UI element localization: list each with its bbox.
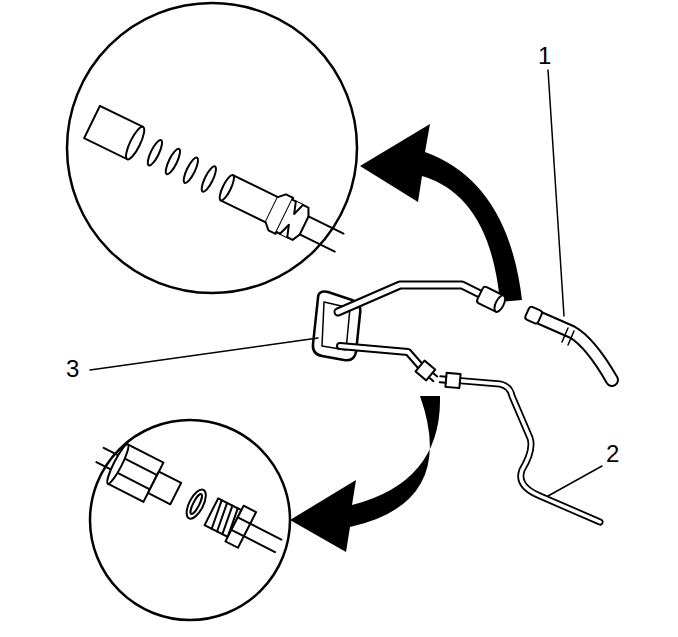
pipe: [338, 285, 482, 312]
pipe-nut: [416, 361, 440, 385]
detail-circle: [90, 420, 290, 620]
hose-band: [562, 328, 574, 345]
callout-number: 3: [66, 357, 79, 381]
pipe-nut: [439, 372, 460, 388]
hose: [540, 318, 612, 380]
leader-line: [548, 466, 602, 496]
callout-number: 2: [606, 442, 619, 466]
curved-arrow: [360, 124, 522, 302]
pipe: [340, 346, 422, 368]
leader-line: [548, 70, 564, 316]
curved-arrow: [290, 396, 440, 552]
pipe-fitting: [476, 286, 507, 314]
pipe: [452, 380, 600, 522]
leader-line: [90, 338, 318, 370]
seal-detail: [83, 104, 348, 261]
pipe: [452, 380, 600, 522]
detail-circle: [67, 3, 357, 293]
hose-fitting: [524, 306, 542, 324]
pipe: [340, 346, 422, 368]
fitting-detail: [90, 435, 288, 565]
pipe: [338, 285, 482, 312]
hose: [540, 318, 612, 380]
callout-number: 1: [538, 44, 551, 68]
